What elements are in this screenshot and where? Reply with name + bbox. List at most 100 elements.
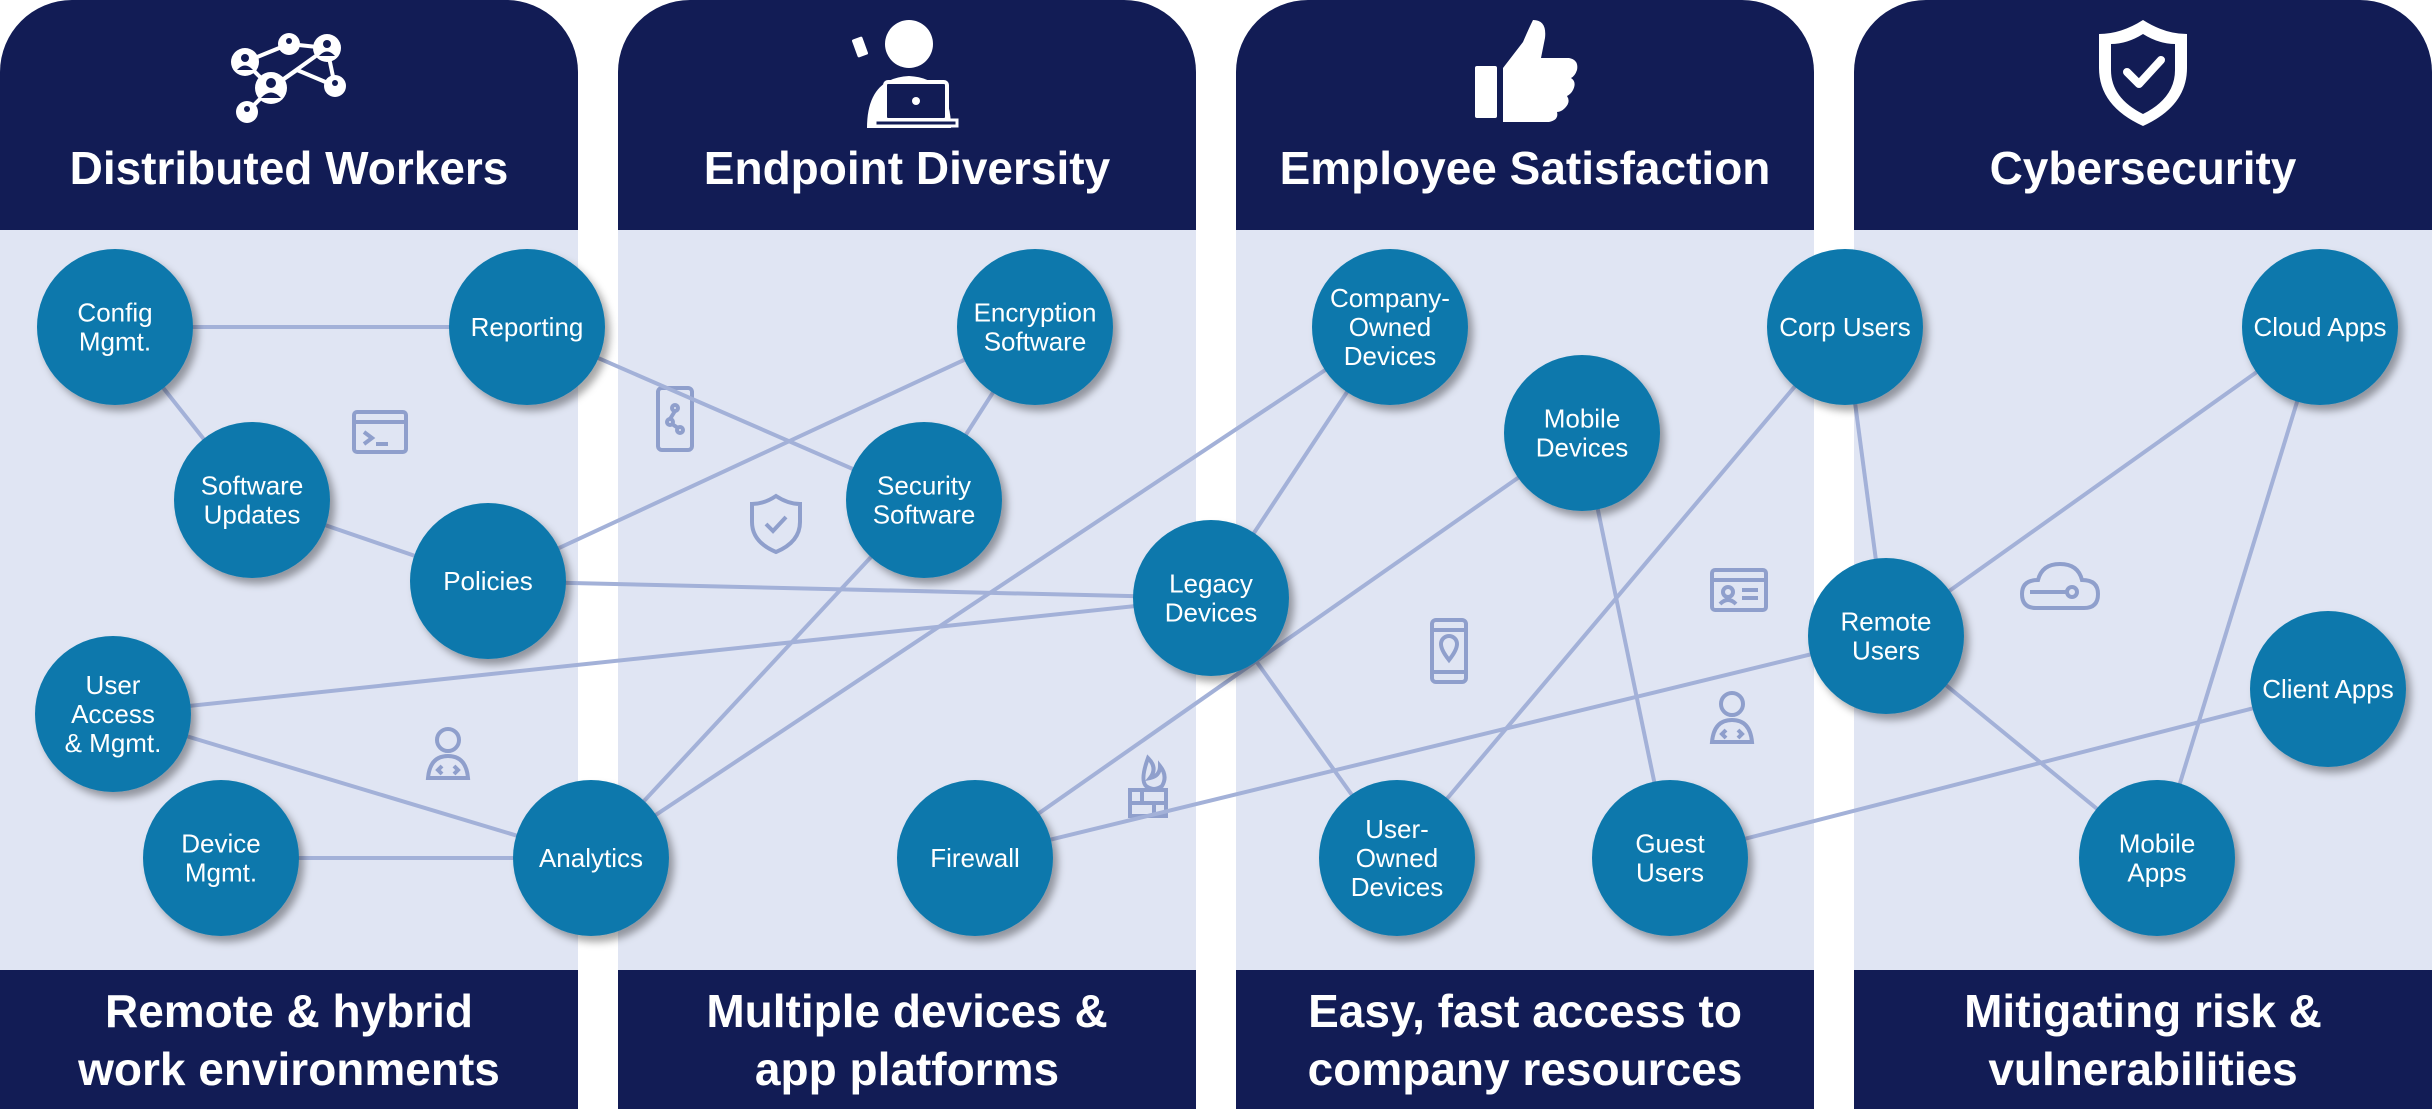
node-circle [37,249,193,405]
column-subtitle: Remote & hybrid work environments [78,984,500,1095]
node-label: Mgmt. [79,327,151,357]
node-cloud: Cloud Apps [2242,249,2398,405]
node-label: Device [181,829,260,859]
column-subtitle: Easy, fast access to company resources [1307,984,1743,1095]
phone-network-icon [656,386,694,452]
edge-guest-clientapps [1669,687,2329,860]
node-circle [1767,249,1923,405]
node-label: Analytics [539,843,643,873]
node-label: User [86,670,141,700]
node-reporting: Reporting [449,249,605,405]
node-label: Mobile [1544,404,1621,434]
column-header: Distributed Workers [0,0,578,230]
node-label: Devices [1344,341,1436,371]
network-people-icon [231,33,346,123]
developer-person-icon [425,727,471,780]
node-circle [1319,780,1475,936]
node-label: Software [201,471,304,501]
node-circle [143,780,299,936]
thumbs-up-icon [1475,20,1578,122]
node-label: Software [873,500,976,530]
node-label: Reporting [471,312,584,342]
node-circle [1133,520,1289,676]
node-label: Company- [1330,283,1450,313]
node-label: Users [1636,858,1704,888]
nodes-group: ConfigMgmt.ReportingSoftwareUpdatesPolic… [35,249,2406,936]
node-label: Encryption [974,298,1097,328]
column-footer: Multiple devices & app platforms [618,970,1196,1109]
node-label: Legacy [1169,569,1253,599]
column-footer: Mitigating risk & vulnerabilities [1854,970,2432,1109]
edge-policies-legacy [487,579,1212,600]
node-circle [846,422,1002,578]
node-corp: Corp Users [1767,249,1923,405]
edge-firewall-mobiledev [973,431,1584,860]
node-circle [513,780,669,936]
node-circle [2242,249,2398,405]
node-label: Firewall [930,843,1020,873]
node-label: Policies [443,566,533,596]
person-laptop-icon [849,20,959,128]
node-circle [1312,249,1468,405]
edge-useraccess-analytics [112,712,592,860]
node-circle [35,636,191,792]
node-label: Owned [1356,843,1438,873]
node-label: Config [77,298,152,328]
column-title: Endpoint Diversity [703,142,1111,194]
node-label: User- [1365,814,1429,844]
node-label: Remote [1840,607,1931,637]
browser-profile-icon [1710,568,1768,612]
edge-mobileapps-cloud [2155,326,2322,859]
node-label: Owned [1349,312,1431,342]
column-header: Endpoint Diversity [618,0,1196,230]
column-header: Employee Satisfaction [1236,0,1814,230]
node-label: Devices [1351,872,1443,902]
node-circle [1504,355,1660,511]
node-circle [174,422,330,578]
cloud-connection-icon [2019,561,2101,610]
phone-location-icon [1430,618,1468,684]
node-circle [1808,558,1964,714]
shield-check-icon [2099,20,2187,126]
node-analytics: Analytics [513,780,669,936]
node-clientapps: Client Apps [2250,611,2406,767]
node-circle [957,249,1113,405]
node-firewall: Firewall [897,780,1053,936]
node-label: & Mgmt. [65,728,162,758]
node-circle [897,780,1053,936]
node-circle [2250,611,2406,767]
column-footer: Remote & hybrid work environments [0,970,578,1109]
node-label: Access [71,699,155,729]
edge-userowned-corp [1395,325,1847,860]
column-title: Cybersecurity [1989,142,2297,194]
node-label: Mobile [2119,829,2196,859]
node-label: Corp Users [1779,312,1910,342]
node-label: Client Apps [2262,674,2394,704]
node-label: Mgmt. [185,858,257,888]
node-label: Security [877,471,971,501]
edge-analytics-companyowned [589,325,1392,860]
shield-check-icon [750,493,802,555]
firewall-icon [1128,754,1168,818]
edge-policies-encryption [487,325,1036,583]
node-label: Users [1852,636,1920,666]
node-label: Guest [1635,829,1705,859]
terminal-window-icon [352,410,408,454]
node-circle [410,503,566,659]
column-title: Employee Satisfaction [1279,142,1771,194]
column-subtitle: Multiple devices & app platforms [706,984,1108,1095]
edge-useraccess-legacy [112,596,1212,716]
edge-analytics-security [589,498,926,860]
node-label: Cloud Apps [2254,312,2387,342]
column-title: Distributed Workers [69,142,509,194]
